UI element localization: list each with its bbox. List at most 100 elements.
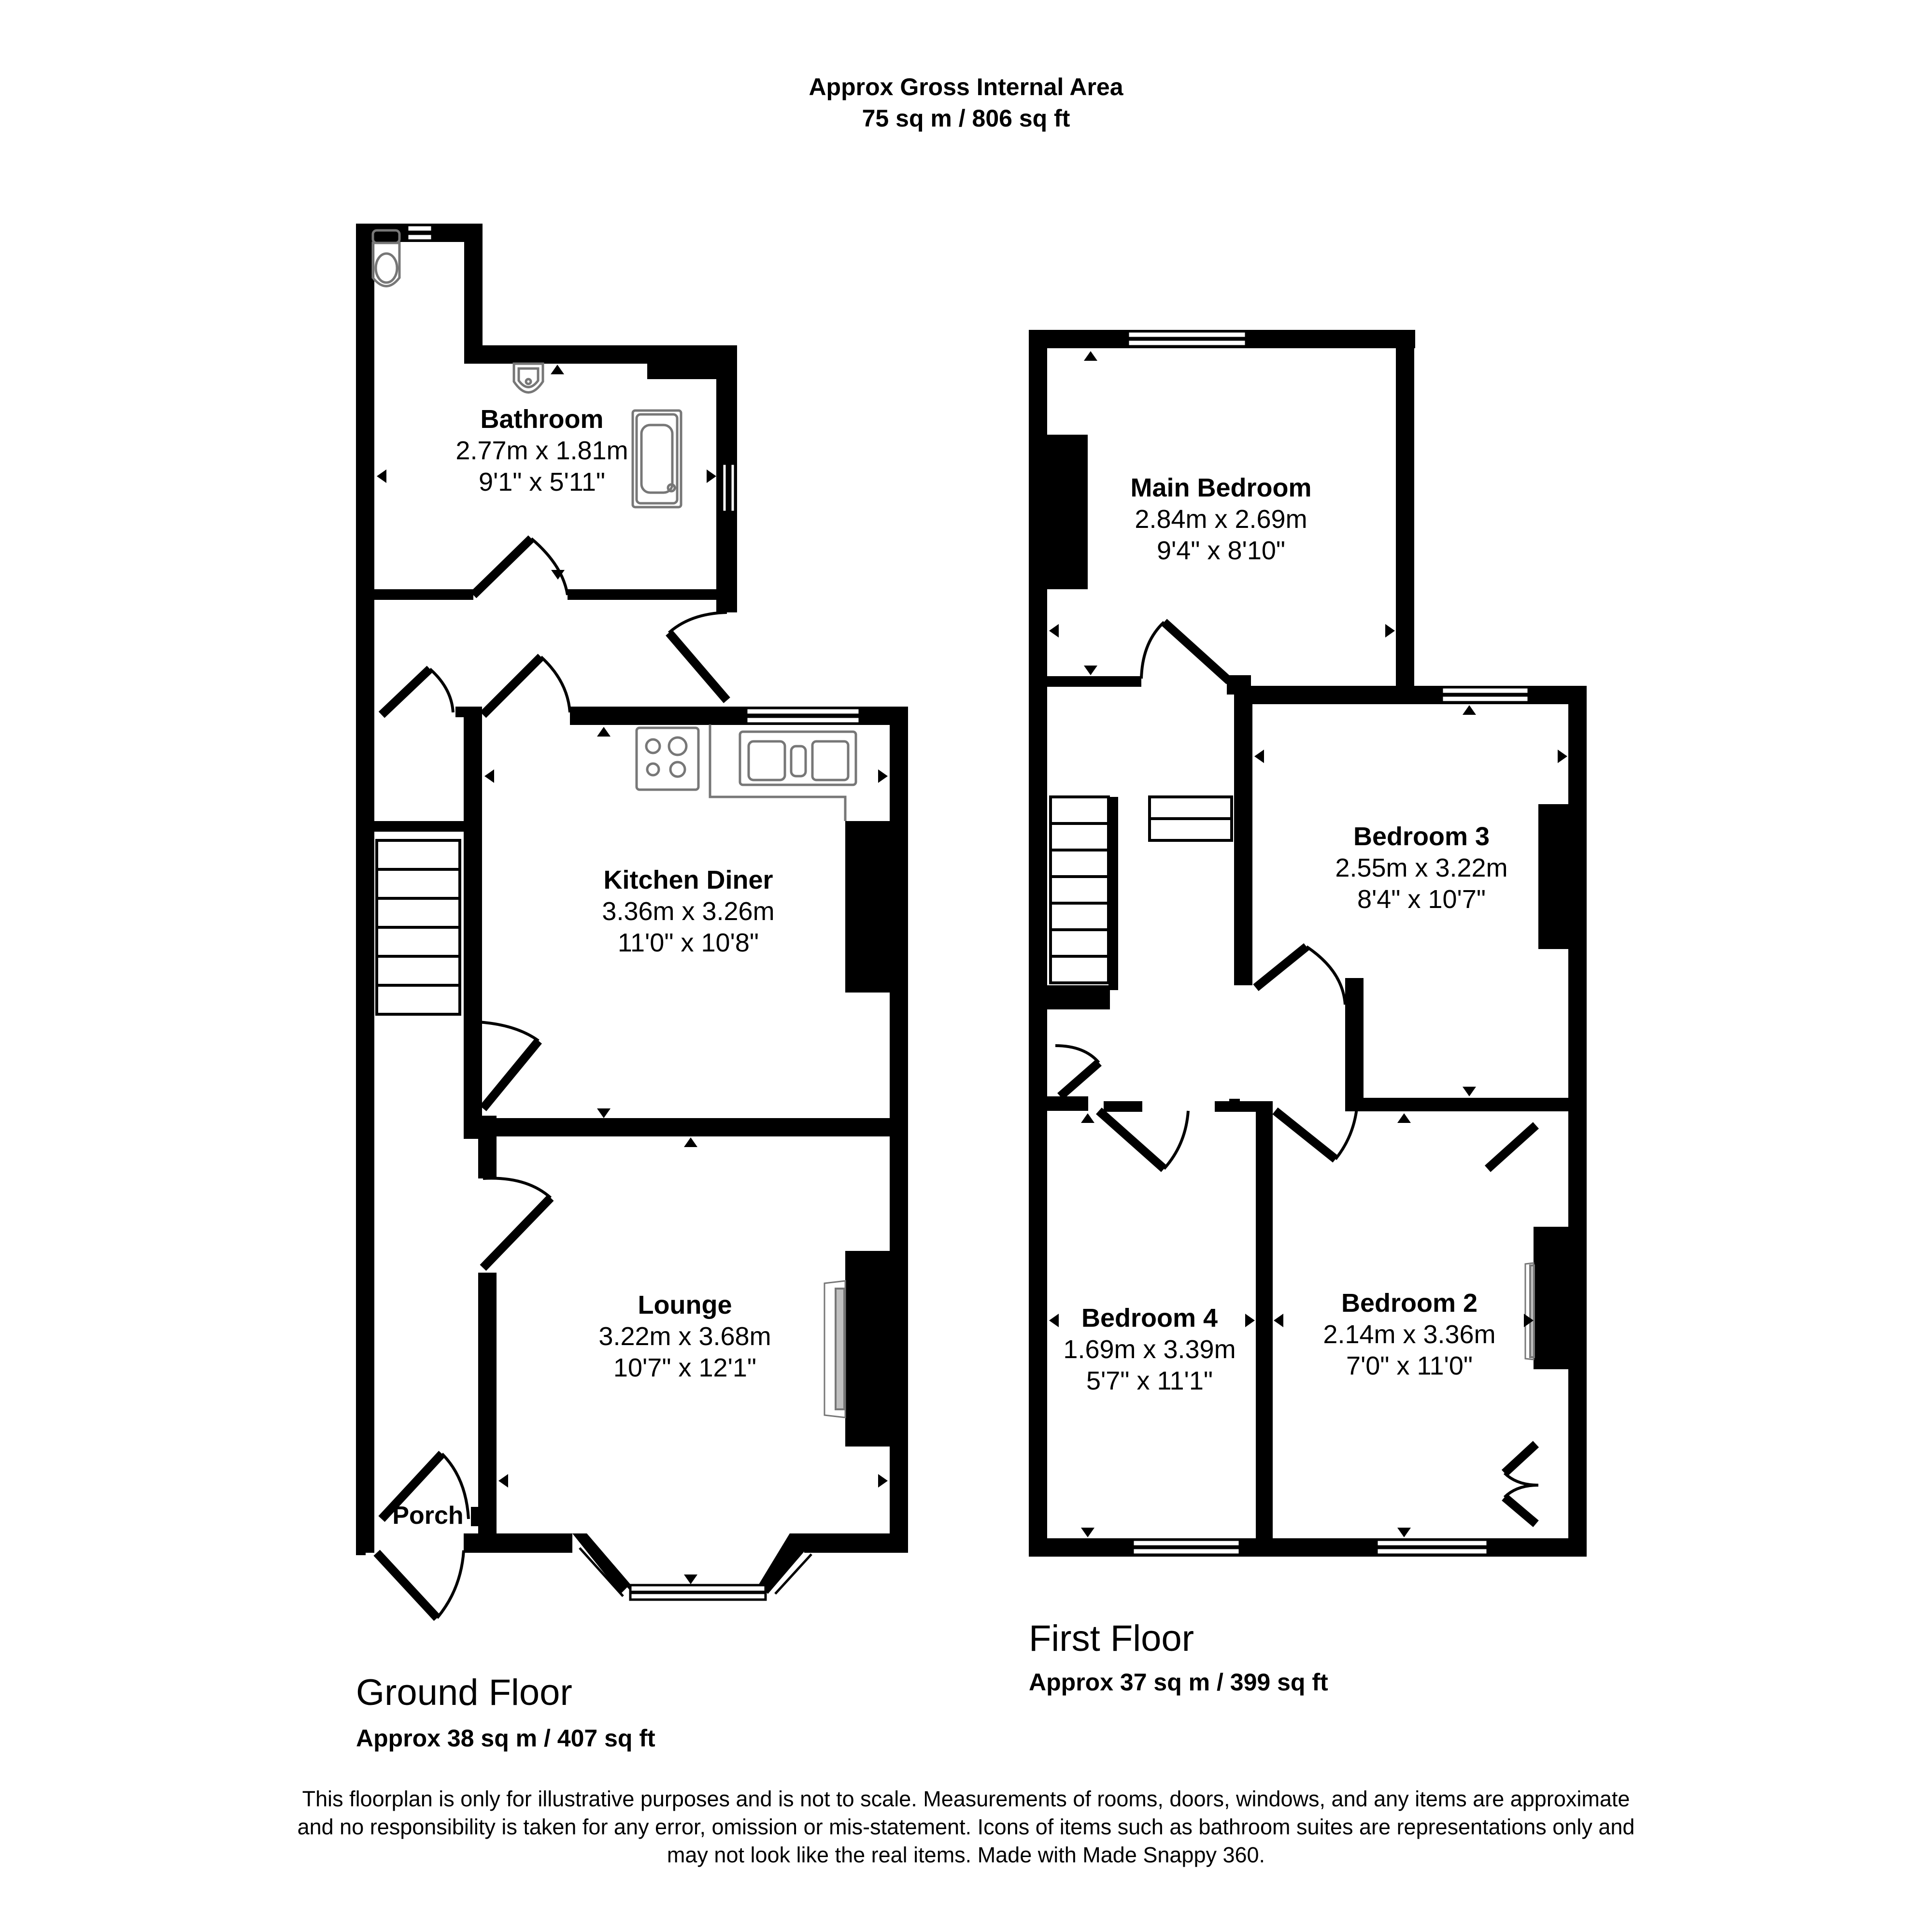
closet-door[interactable] xyxy=(378,666,455,718)
wall xyxy=(1108,797,1118,990)
room-name: Bedroom 2 xyxy=(1341,1289,1477,1318)
room-dim-imperial: 10'7" x 12'1" xyxy=(613,1353,756,1382)
wall xyxy=(374,589,473,600)
wall xyxy=(464,1533,483,1553)
kitchen-door[interactable] xyxy=(463,1020,542,1111)
wall xyxy=(1047,1096,1088,1111)
ground-floor-label: Ground Floor xyxy=(356,1672,572,1713)
window xyxy=(1131,1538,1241,1556)
window xyxy=(1440,686,1530,704)
wall xyxy=(356,707,374,717)
wall xyxy=(1234,686,1587,704)
main-bedroom-door[interactable] xyxy=(1140,619,1233,684)
porch-inner-door[interactable] xyxy=(378,1450,470,1522)
room-label-bedroom-4: Bedroom 4 1.69m x 3.39m 5'7" x 11'1" xyxy=(1063,1304,1236,1395)
wall xyxy=(478,1116,497,1178)
ground-floor-area: Approx 38 sq m / 407 sq ft xyxy=(356,1725,655,1752)
room-label-lounge: Lounge 3.22m x 3.68m 10'7" x 12'1" xyxy=(598,1291,771,1382)
wall xyxy=(1047,676,1141,687)
wardrobe-door-double[interactable] xyxy=(1501,1441,1539,1527)
wall xyxy=(1234,686,1252,985)
bedroom-3-door[interactable] xyxy=(1253,943,1347,1005)
header-title: Approx Gross Internal Area xyxy=(809,73,1123,100)
window xyxy=(406,224,434,242)
wall xyxy=(374,821,466,832)
wall xyxy=(1047,985,1110,1009)
kitchen-hall-door[interactable] xyxy=(480,653,571,718)
room-name: Bedroom 3 xyxy=(1353,822,1490,851)
wall xyxy=(483,1118,908,1136)
disclaimer-line-1: This floorplan is only for illustrative … xyxy=(302,1787,1630,1811)
wall xyxy=(464,224,483,364)
wall xyxy=(1345,978,1364,1108)
header-total-area: 75 sq m / 806 sq ft xyxy=(862,105,1070,132)
wall xyxy=(356,224,374,1553)
wall xyxy=(1215,1101,1256,1112)
room-label-porch: Porch xyxy=(392,1502,463,1530)
chimney-breast xyxy=(1534,1227,1570,1369)
bedroom-2-door[interactable] xyxy=(1272,1103,1359,1163)
room-dim-imperial: 9'4" x 8'10" xyxy=(1157,536,1285,565)
disclaimer-line-2: and no responsibility is taken for any e… xyxy=(298,1815,1635,1839)
window xyxy=(1126,330,1248,348)
room-label-bedroom-2: Bedroom 2 2.14m x 3.36m 7'0" x 11'0" xyxy=(1323,1289,1495,1380)
basin-icon xyxy=(512,362,544,394)
room-dim-metric: 2.84m x 2.69m xyxy=(1135,505,1307,534)
chimney-breast xyxy=(845,1251,894,1447)
chimney-breast xyxy=(1538,804,1572,949)
room-dim-imperial: 11'0" x 10'8" xyxy=(618,928,759,957)
first-floor-plan: Main Bedroom 2.84m x 2.69m 9'4" x 8'10" … xyxy=(1029,330,1587,1557)
worktop xyxy=(709,724,847,821)
room-dim-imperial: 8'4" x 10'7" xyxy=(1357,885,1486,914)
ground-floor-plan: Bathroom 2.77m x 1.81m 9'1" x 5'11" Kitc… xyxy=(356,224,908,1621)
chimney-breast xyxy=(845,821,894,993)
hob-icon xyxy=(635,726,700,791)
room-dim-metric: 2.14m x 3.36m xyxy=(1323,1320,1495,1349)
room-dim-imperial: 9'1" x 5'11" xyxy=(479,468,605,496)
measurement-arrows xyxy=(1049,351,1567,1537)
wall xyxy=(464,707,482,1139)
room-label-bedroom-3: Bedroom 3 2.55m x 3.22m 8'4" x 10'7" xyxy=(1335,822,1507,914)
front-door[interactable] xyxy=(373,1549,465,1621)
wall xyxy=(356,1507,366,1555)
toilet-icon xyxy=(371,229,401,287)
window xyxy=(721,462,737,513)
wardrobe-door[interactable] xyxy=(1484,1122,1539,1172)
wall xyxy=(1256,1101,1273,1557)
bathroom-door[interactable] xyxy=(470,535,569,598)
staircase-icon xyxy=(375,839,461,1016)
wall xyxy=(804,1533,908,1553)
room-name: Bathroom xyxy=(481,405,604,434)
wall xyxy=(1396,330,1414,695)
measurement-arrows xyxy=(377,365,888,1584)
window xyxy=(745,707,861,725)
disclaimer-line-3: may not look like the real items. Made w… xyxy=(667,1843,1265,1867)
fireplace-icon xyxy=(1524,1262,1535,1361)
room-dim-metric: 2.77m x 1.81m xyxy=(455,436,628,465)
wall xyxy=(1029,1538,1587,1557)
lounge-door[interactable] xyxy=(480,1177,554,1271)
staircase-icon xyxy=(1049,795,1233,984)
room-label-kitchen-diner: Kitchen Diner 3.36m x 3.26m 11'0" x 10'8… xyxy=(602,865,774,957)
sink-icon xyxy=(739,730,857,786)
room-dim-metric: 2.55m x 3.22m xyxy=(1335,853,1507,882)
back-door[interactable] xyxy=(666,611,730,703)
room-dim-metric: 1.69m x 3.39m xyxy=(1063,1335,1236,1364)
landing-cupboard-door[interactable] xyxy=(1055,1044,1102,1100)
room-dim-metric: 3.22m x 3.68m xyxy=(598,1322,771,1351)
first-floor-area: Approx 37 sq m / 399 sq ft xyxy=(1029,1669,1328,1696)
room-name: Kitchen Diner xyxy=(603,865,773,894)
wall xyxy=(1345,1098,1587,1111)
room-dim-imperial: 7'0" x 11'0" xyxy=(1346,1351,1473,1380)
room-label-bathroom: Bathroom 2.77m x 1.81m 9'1" x 5'11" xyxy=(455,405,628,496)
first-floor-label: First Floor xyxy=(1029,1618,1194,1659)
room-label-main-bedroom: Main Bedroom 2.84m x 2.69m 9'4" x 8'10" xyxy=(1130,473,1311,565)
wall xyxy=(568,589,727,600)
wall xyxy=(478,1273,497,1533)
wall xyxy=(1104,1101,1142,1112)
room-name: Bedroom 4 xyxy=(1081,1304,1218,1333)
wall xyxy=(478,1533,572,1553)
bay-window xyxy=(572,1533,812,1601)
bedroom-4-door[interactable] xyxy=(1096,1107,1190,1172)
